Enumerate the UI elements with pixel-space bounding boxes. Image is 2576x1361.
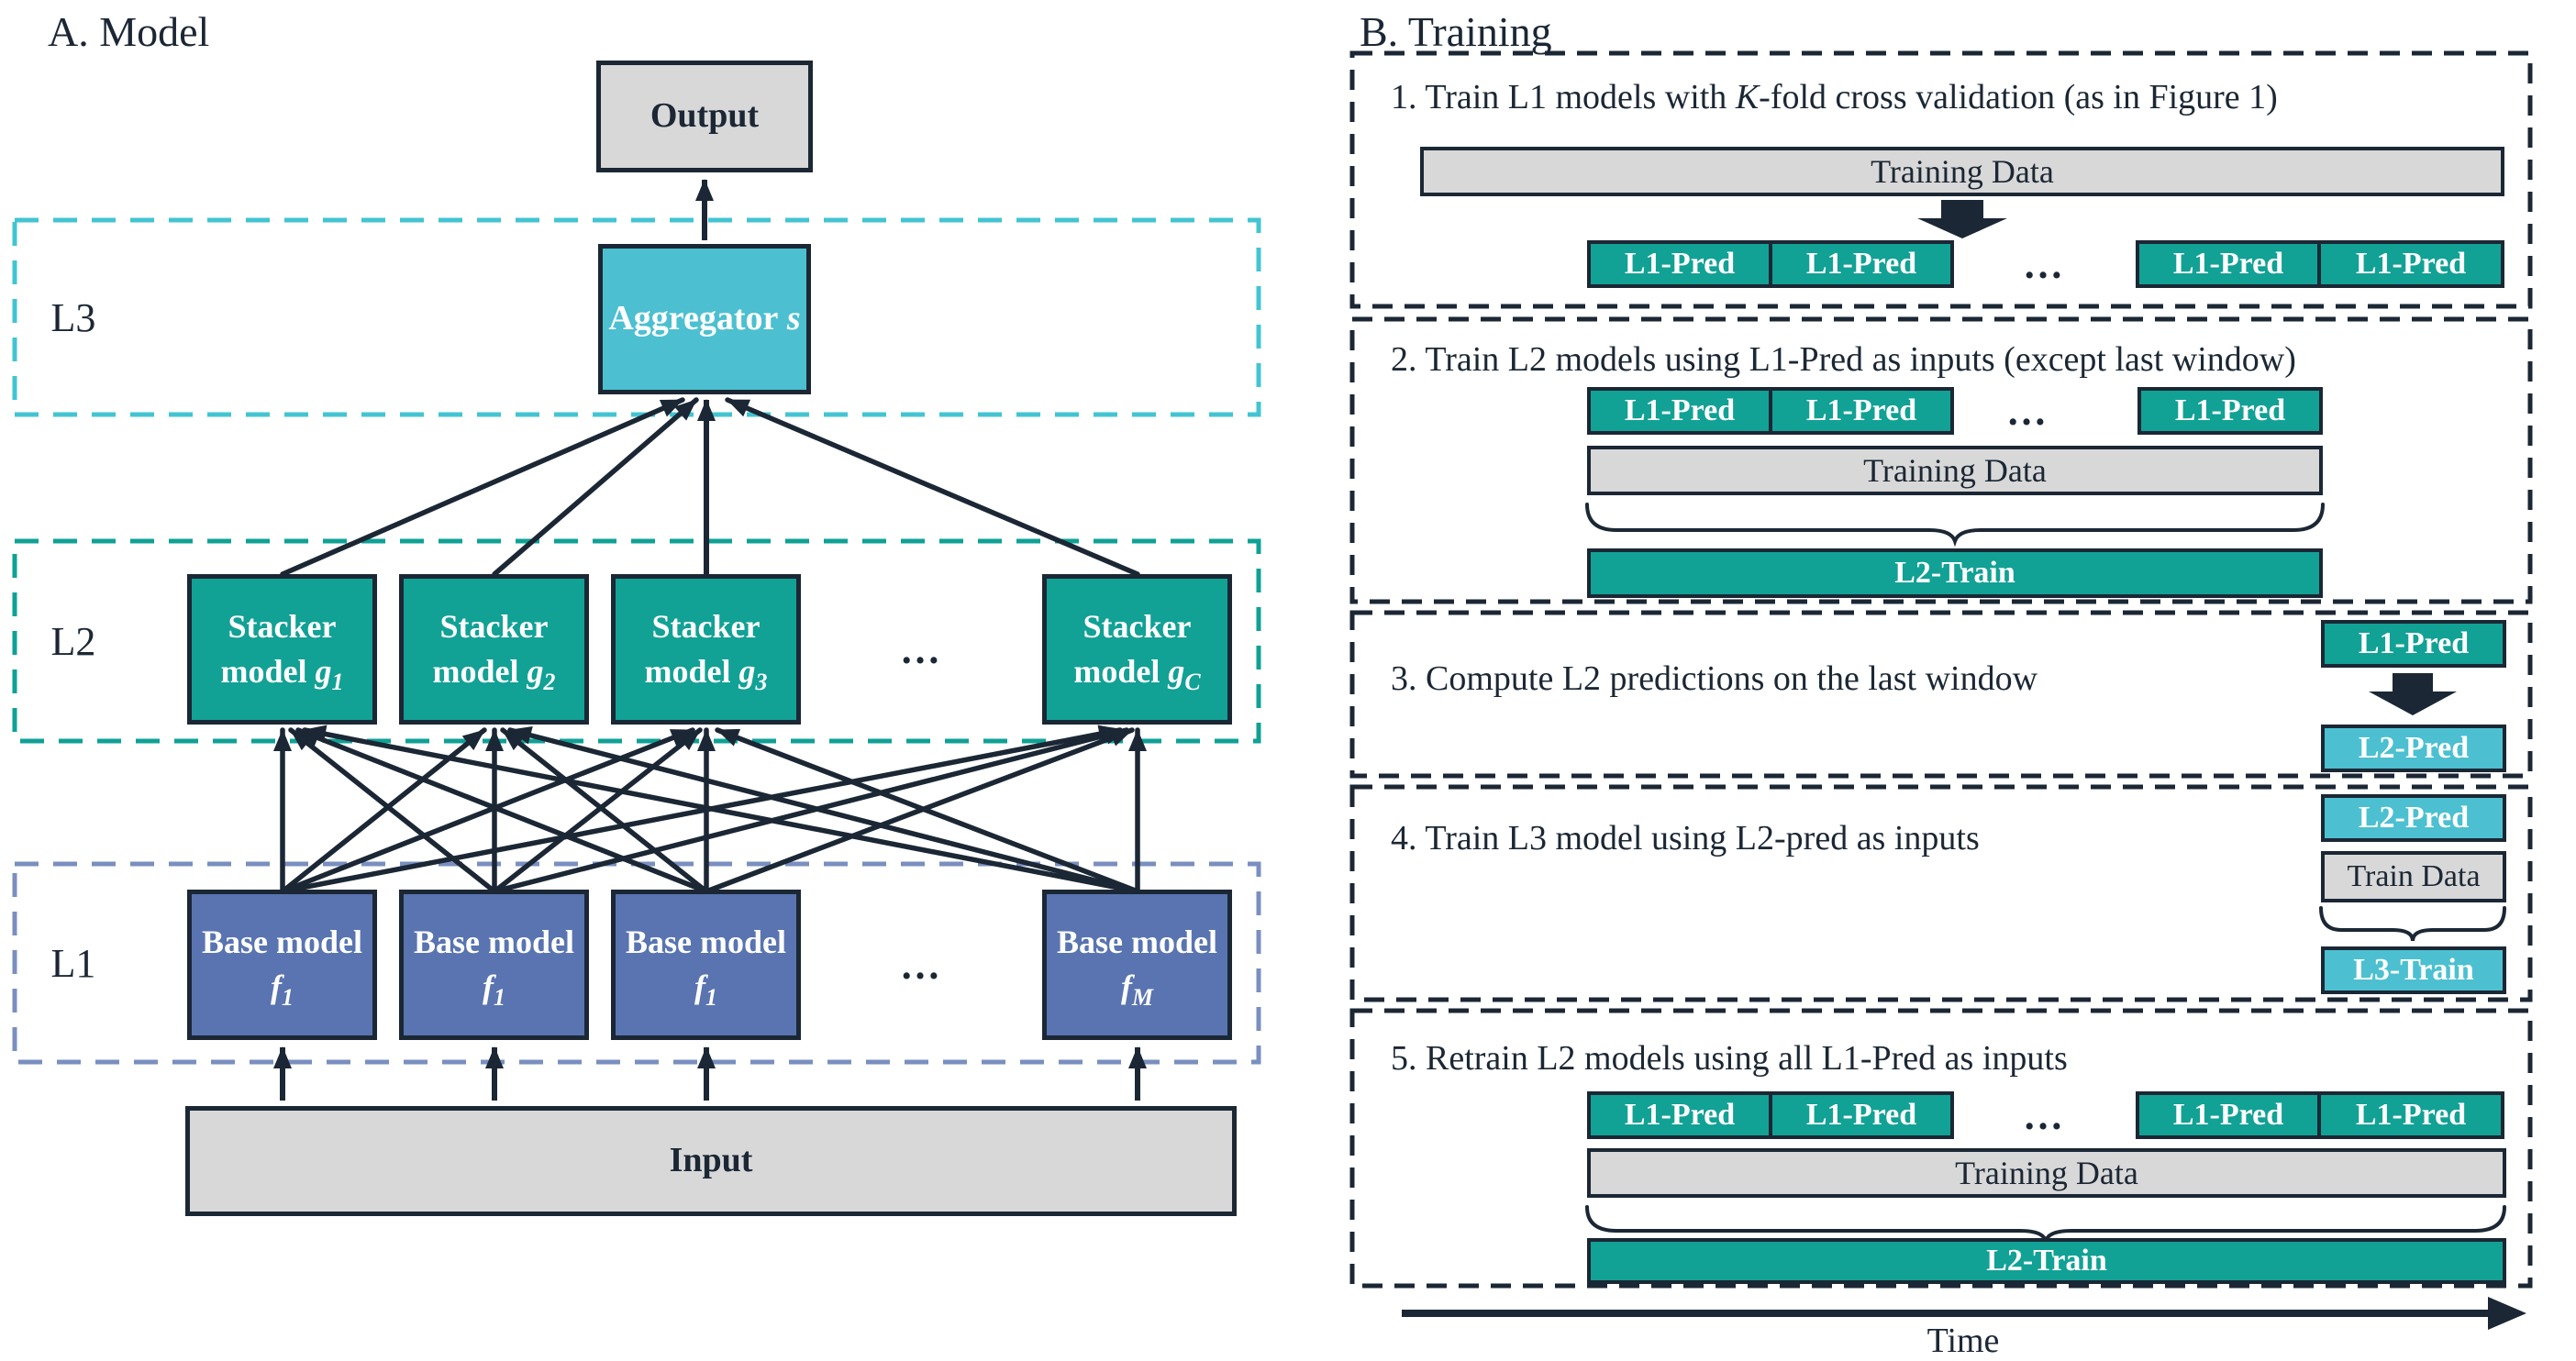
output-label: Output (650, 96, 760, 136)
underbrace-icon (2319, 906, 2506, 942)
l1-pred-box: L1-Pred (1769, 1091, 1954, 1139)
l1-pred-box: L1-Pred (1587, 1091, 1772, 1139)
l2-band-outline (12, 538, 1261, 744)
l1-pred-box: L1-Pred (2137, 387, 2323, 435)
training-step-outlines (1349, 50, 2533, 1289)
training-data-bar: Training Data (1587, 1148, 2506, 1198)
l2-train-bar: L2-Train (1587, 1238, 2506, 1284)
stacker-label-line2: model g2 (432, 653, 556, 696)
aggregator-label: Aggregator s (608, 299, 801, 338)
layer-tag-l1: L1 (50, 940, 96, 986)
input-label: Input (669, 1141, 753, 1180)
output-box: Output (596, 61, 813, 172)
base-ellipsis: … (900, 942, 942, 988)
stacker-label-line1: Stacker (228, 608, 337, 646)
l1-pred-box: L1-Pred (1769, 240, 1954, 288)
step5-outline (1349, 1008, 2533, 1289)
l2-pred-box: L2-Pred (2321, 794, 2506, 842)
l3-train-bar: L3-Train (2321, 946, 2506, 994)
base-model-box: Base model f1 (611, 890, 801, 1040)
step1-outline (1349, 50, 2533, 309)
step2-label: 2. Train L2 models using L1-Pred as inpu… (1391, 340, 2296, 379)
input-box: Input (185, 1106, 1237, 1216)
l1-pred-box: L1-Pred (2321, 620, 2506, 668)
base-label-symbol: f1 (483, 968, 505, 1012)
stacker-label-line1: Stacker (651, 608, 761, 646)
stacker-ellipsis: … (900, 626, 942, 672)
stacker-label-line1: Stacker (439, 608, 549, 646)
base-label-line1: Base model (414, 924, 574, 961)
l1-pred-box: L1-Pred (2317, 1091, 2504, 1139)
l2-train-bar: L2-Train (1587, 548, 2323, 598)
train-data-bar: Train Data (2321, 851, 2506, 902)
training-data-bar: Training Data (1587, 446, 2323, 495)
base-label-line1: Base model (1057, 924, 1217, 961)
step1-label: 1. Train L1 models with K-fold cross val… (1391, 78, 2278, 116)
model-connection-arrows (273, 179, 1147, 1101)
l2-pred-box: L2-Pred (2321, 725, 2506, 772)
base-label-symbol: fM (1120, 968, 1154, 1012)
pred-ellipsis: … (2006, 388, 2049, 434)
panel-a-title: A. Model (48, 8, 210, 55)
layer-tag-l3: L3 (50, 294, 96, 340)
step2-outline (1349, 316, 2533, 604)
stacker-label-line1: Stacker (1083, 608, 1192, 646)
pred-ellipsis: … (2023, 241, 2065, 287)
base-label-symbol: f1 (271, 968, 294, 1012)
training-data-bar: Training Data (1420, 147, 2504, 196)
base-label-symbol: f1 (694, 968, 717, 1012)
underbrace-icon (1585, 1205, 2506, 1243)
step4-label: 4. Train L3 model using L2-pred as input… (1391, 819, 1980, 858)
l3-band-outline (12, 217, 1261, 417)
base-label-line1: Base model (626, 924, 786, 961)
stacker-label-line2: model g1 (220, 653, 344, 696)
down-arrow-icon (1917, 200, 2007, 238)
l1-pred-box: L1-Pred (1587, 387, 1772, 435)
l1-pred-box: L1-Pred (1769, 387, 1954, 435)
l1-pred-box: L1-Pred (2317, 240, 2504, 288)
stacker-model-box: Stacker model g1 (187, 574, 377, 725)
l1-pred-box: L1-Pred (1587, 240, 1772, 288)
time-label: Time (1926, 1322, 2000, 1360)
time-axis-arrow (1402, 1297, 2526, 1330)
stacker-model-box: Stacker model gC (1042, 574, 1232, 725)
step4-outline (1349, 784, 2533, 1002)
aggregator-box: Aggregator s (598, 244, 811, 394)
stacker-label-line2: model gC (1073, 653, 1201, 696)
base-model-box: Base model f1 (399, 890, 589, 1040)
step5-label: 5. Retrain L2 models using all L1-Pred a… (1391, 1039, 2068, 1078)
down-arrow-icon (2369, 673, 2457, 715)
l1-pred-box: L1-Pred (2136, 240, 2321, 288)
underbrace-icon (1585, 503, 2325, 548)
step3-label: 3. Compute L2 predictions on the last wi… (1391, 659, 2038, 698)
stacker-model-box: Stacker model g2 (399, 574, 589, 725)
base-model-box: Base model fM (1042, 890, 1232, 1040)
base-label-line1: Base model (202, 924, 362, 961)
base-model-box: Base model f1 (187, 890, 377, 1040)
stacker-label-line2: model g3 (644, 653, 768, 696)
layer-tag-l2: L2 (50, 618, 96, 664)
l1-pred-box: L1-Pred (2136, 1091, 2321, 1139)
panel-b-title: B. Training (1360, 8, 1552, 55)
step3-outline (1349, 610, 2533, 779)
pred-ellipsis: … (2023, 1092, 2065, 1138)
stacker-model-box: Stacker model g3 (611, 574, 801, 725)
